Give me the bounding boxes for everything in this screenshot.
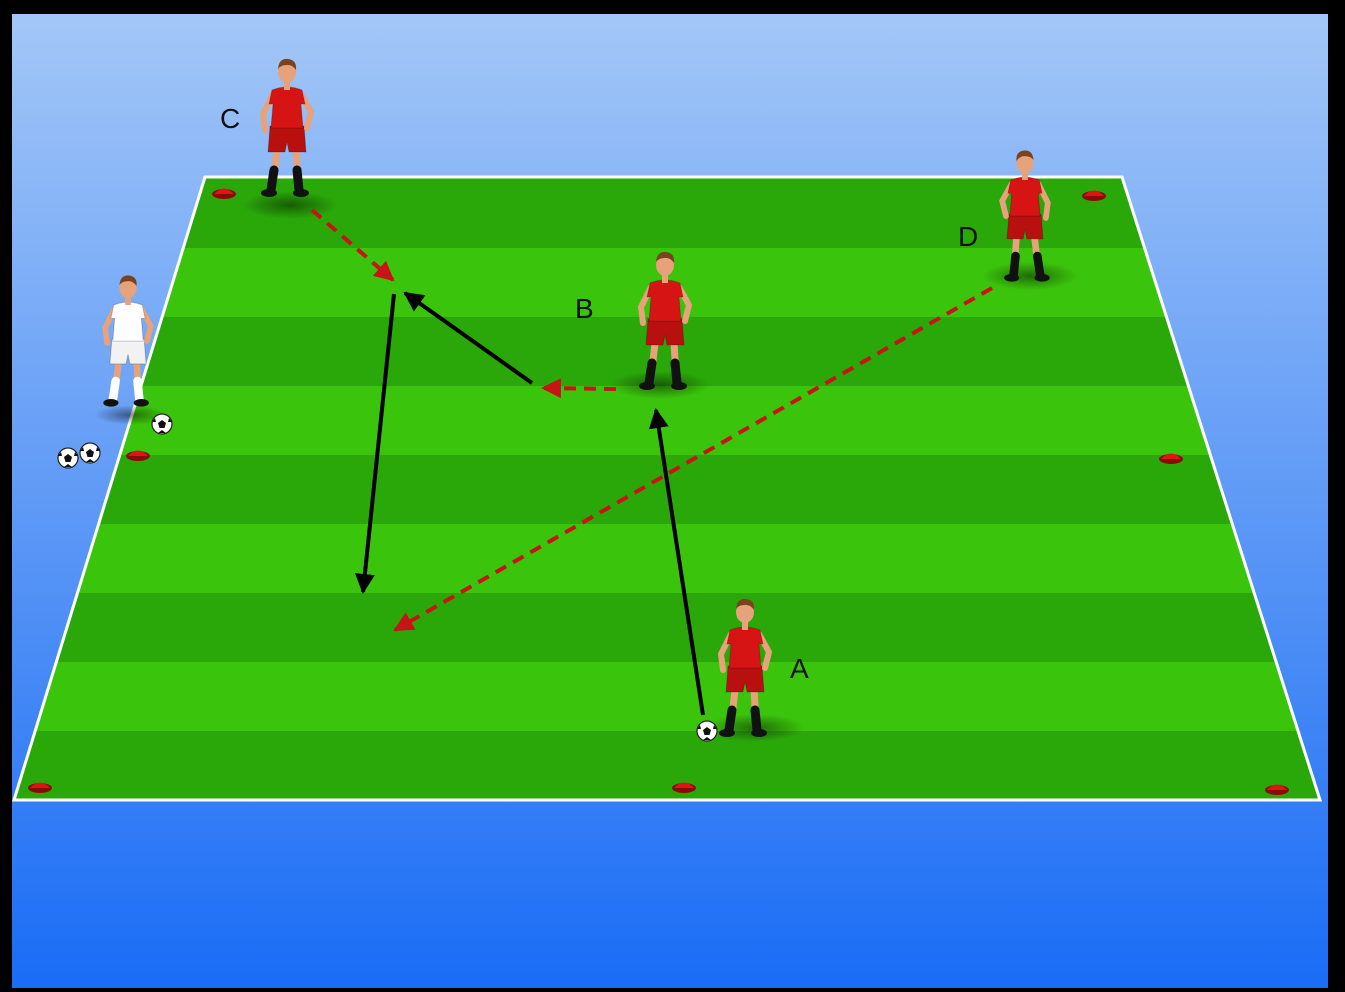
football bbox=[80, 443, 100, 463]
player-label-c: C bbox=[220, 103, 240, 134]
football bbox=[58, 448, 78, 468]
player-label-a: A bbox=[790, 653, 809, 684]
pitch-stripe bbox=[0, 731, 1345, 800]
player-label-d: D bbox=[958, 221, 978, 252]
football bbox=[152, 414, 172, 434]
pitch-stripe bbox=[0, 593, 1345, 662]
shadow bbox=[610, 371, 710, 399]
football bbox=[697, 721, 717, 741]
shadow bbox=[982, 262, 1078, 290]
player-label-b: B bbox=[575, 293, 594, 324]
shadow bbox=[242, 191, 338, 219]
